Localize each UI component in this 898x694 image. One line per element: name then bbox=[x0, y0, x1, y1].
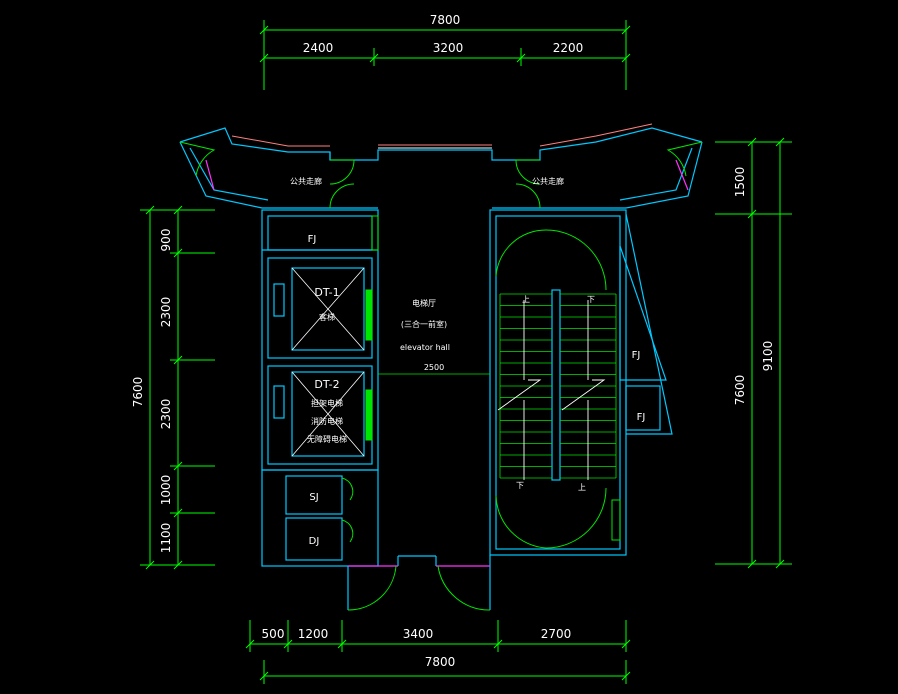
label-stair-down-left: 下 bbox=[516, 481, 524, 490]
stair-arrows bbox=[497, 300, 606, 480]
dim-bottom-segment: 1200 bbox=[298, 627, 329, 641]
label-stair-down-right: 上 bbox=[578, 483, 586, 492]
label-dt2-line3: 无障碍电梯 bbox=[307, 434, 347, 444]
label-fj-right-lower: FJ bbox=[637, 412, 646, 423]
elevator-shafts bbox=[291, 267, 365, 457]
dimension-labels: 7800 2400 3200 2200 500 1200 3400 2700 7… bbox=[131, 13, 775, 669]
windows bbox=[205, 123, 689, 567]
dim-right-inner: 7600 bbox=[733, 375, 747, 406]
label-dt1-name: 客梯 bbox=[319, 312, 335, 322]
label-dj: DJ bbox=[309, 536, 320, 547]
dim-left-total: 7600 bbox=[131, 377, 145, 408]
label-balcony-right: 公共走廊 bbox=[532, 176, 564, 186]
label-hall-en: elevator hall bbox=[400, 343, 450, 352]
dim-top-total: 7800 bbox=[430, 13, 461, 27]
label-balcony-left: 公共走廊 bbox=[290, 176, 322, 186]
dim-right-outer: 9100 bbox=[761, 341, 775, 372]
dim-left-segment: 900 bbox=[159, 229, 173, 252]
label-hall-width: 2500 bbox=[424, 363, 444, 372]
label-hall-note: (三合一前室) bbox=[401, 319, 447, 329]
dim-left-segment: 2300 bbox=[159, 297, 173, 328]
label-hall-cn: 电梯厅 bbox=[412, 298, 436, 308]
dim-left-segment: 1100 bbox=[159, 523, 173, 554]
dim-bottom-segment: 2700 bbox=[541, 627, 572, 641]
dim-top-segment: 3200 bbox=[433, 41, 464, 55]
dim-right-inner: 1500 bbox=[733, 167, 747, 198]
dimension-lines bbox=[140, 20, 792, 684]
label-stair-up-right: 下 bbox=[587, 295, 595, 304]
label-dt1-code: DT-1 bbox=[314, 286, 339, 299]
label-sj: SJ bbox=[309, 492, 318, 503]
dim-top-segment: 2400 bbox=[303, 41, 334, 55]
label-dt2-line2: 消防电梯 bbox=[311, 416, 343, 426]
dim-left-segment: 2300 bbox=[159, 399, 173, 430]
dim-top-segment: 2200 bbox=[553, 41, 584, 55]
room-labels: 公共走廊 公共走廊 FJ DT-1 客梯 DT-2 担架电梯 消防电梯 无障碍电… bbox=[290, 176, 645, 547]
label-stair-up-left: 上 bbox=[522, 295, 530, 304]
dim-bottom-segment: 500 bbox=[262, 627, 285, 641]
label-fj-top: FJ bbox=[308, 234, 317, 245]
door-swings bbox=[179, 141, 703, 611]
label-dt2-code: DT-2 bbox=[314, 378, 339, 391]
dim-bottom-segment: 3400 bbox=[403, 627, 434, 641]
label-fj-right-upper: FJ bbox=[632, 350, 641, 361]
dim-left-segment: 1000 bbox=[159, 475, 173, 506]
wall-lines bbox=[179, 127, 703, 610]
label-dt2-line1: 担架电梯 bbox=[311, 398, 343, 408]
dim-bottom-total: 7800 bbox=[425, 655, 456, 669]
